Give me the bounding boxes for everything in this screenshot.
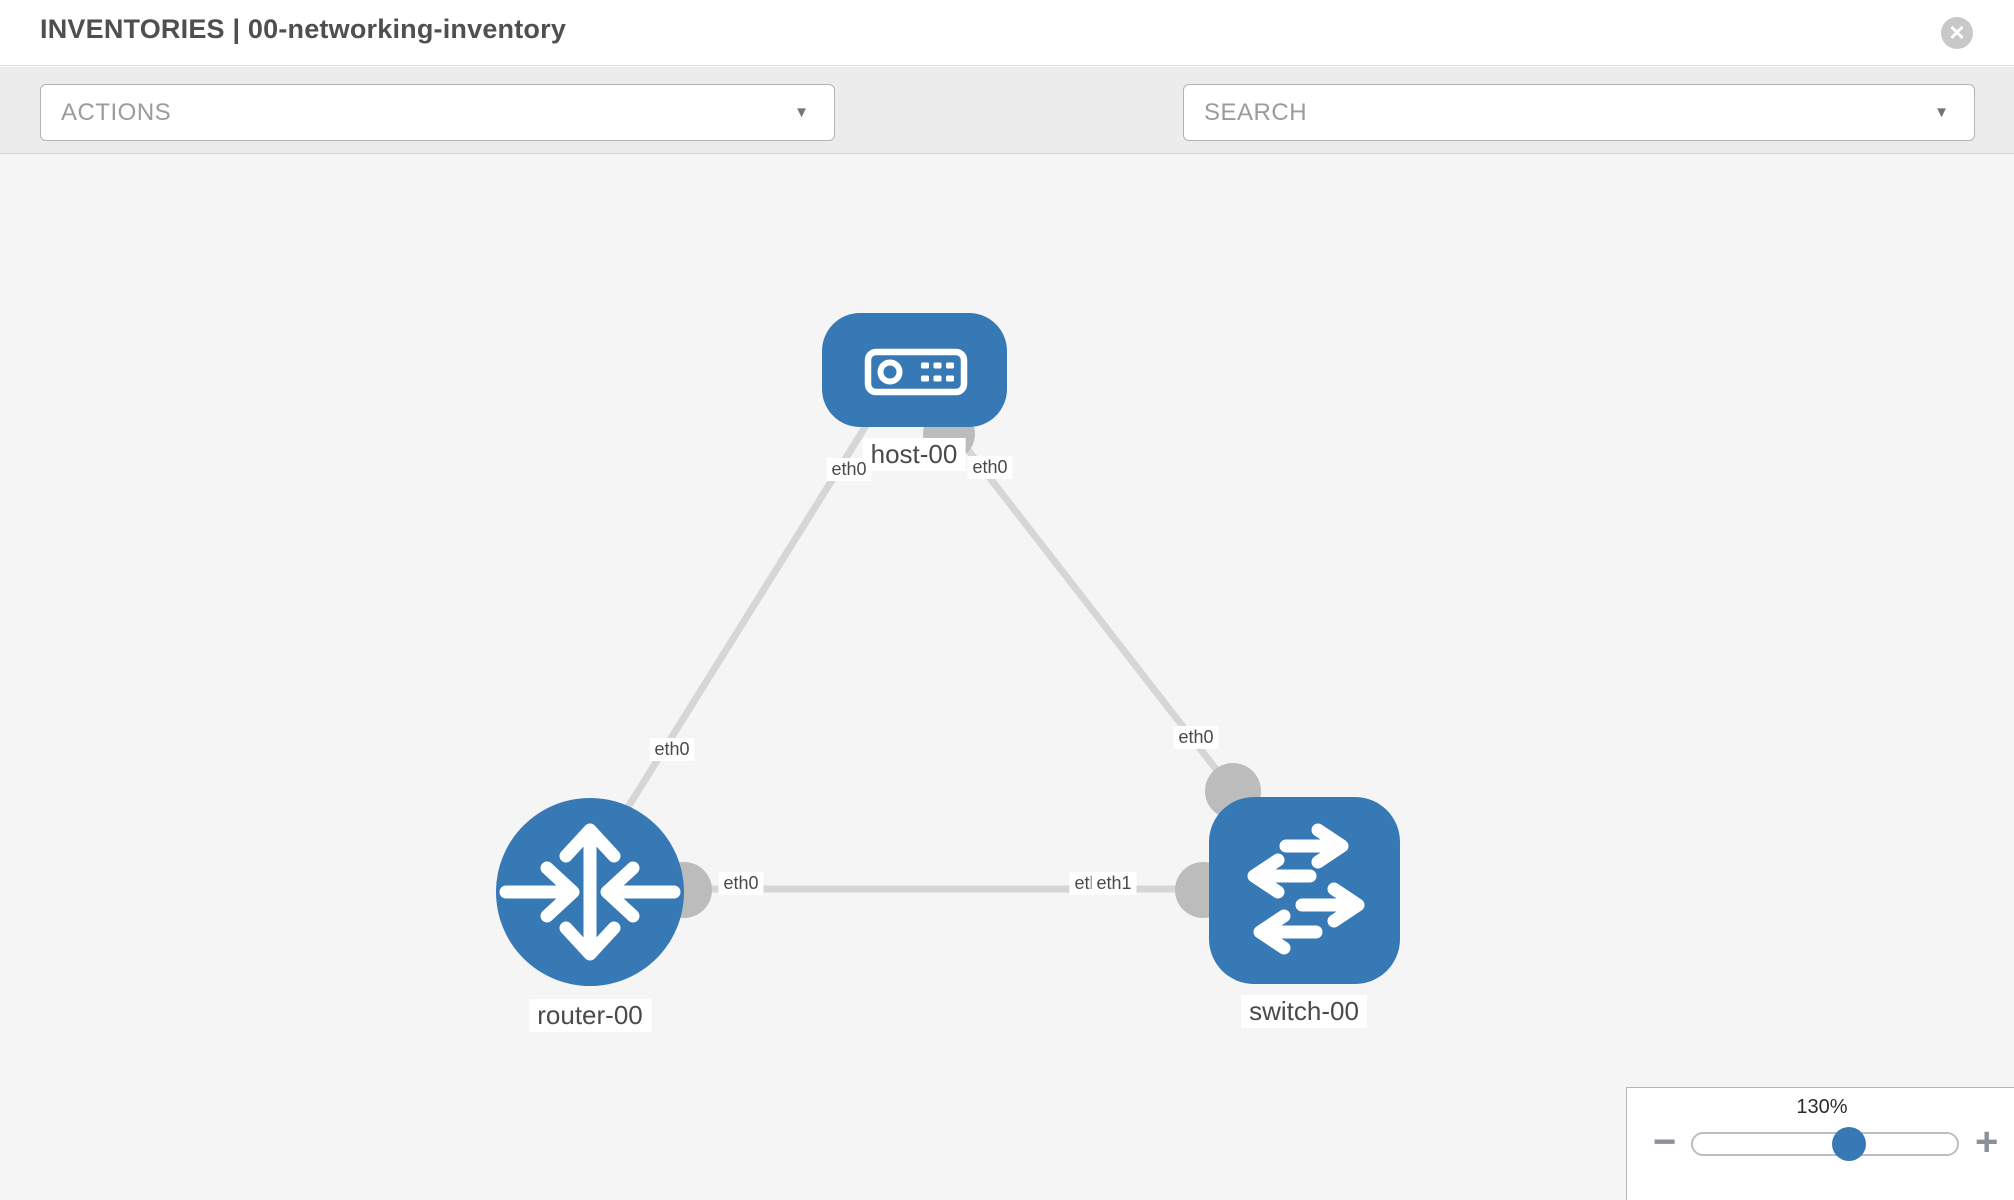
if-label-router-eth0: eth0 [718,872,764,895]
actions-dropdown-label: ACTIONS [61,99,172,126]
node-switch-00[interactable] [1209,797,1400,984]
zoom-slider-thumb[interactable] [1832,1127,1866,1161]
search-dropdown[interactable]: SEARCH ▼ [1183,84,1975,141]
if-label-router-eth0-uplink: eth0 [649,738,695,761]
page-title: INVENTORIES | 00-networking-inventory [40,14,567,44]
switch-icon [1247,823,1365,955]
node-router-00[interactable] [496,798,684,986]
node-label-router: router-00 [529,999,651,1032]
router-icon [499,823,681,961]
if-label-host-eth0-right: eth0 [967,456,1013,479]
search-dropdown-label: SEARCH [1204,99,1308,126]
host-icon [864,348,968,396]
actions-dropdown[interactable]: ACTIONS ▼ [40,84,835,141]
topology-diagram [496,313,1400,986]
chevron-down-icon: ▼ [1934,104,1949,121]
zoom-in-button[interactable]: + [1975,1120,1999,1164]
zoom-out-button[interactable]: − [1653,1120,1677,1164]
if-label-switch-eth0: eth0 [1173,726,1219,749]
node-label-switch: switch-00 [1241,995,1367,1028]
topology-canvas[interactable] [0,154,2014,1200]
close-icon[interactable]: × [1941,17,1973,49]
if-label-switch-eth1: eth1 [1091,872,1137,895]
zoom-slider[interactable] [1691,1127,1959,1161]
window-header: INVENTORIES | 00-networking-inventory × [0,0,2014,66]
interface-connectors [656,408,1261,918]
node-host-00[interactable] [822,313,1007,427]
toolbar: ACTIONS ▼ SEARCH ▼ [0,67,2014,154]
link-lines [621,420,1237,893]
zoom-level-readout: 130% [1796,1096,1848,1118]
if-label-host-eth0-left: eth0 [826,458,872,481]
chevron-down-icon: ▼ [794,104,809,121]
node-label-host: host-00 [862,438,966,471]
zoom-control-panel: 130% − + [1626,1087,2014,1200]
